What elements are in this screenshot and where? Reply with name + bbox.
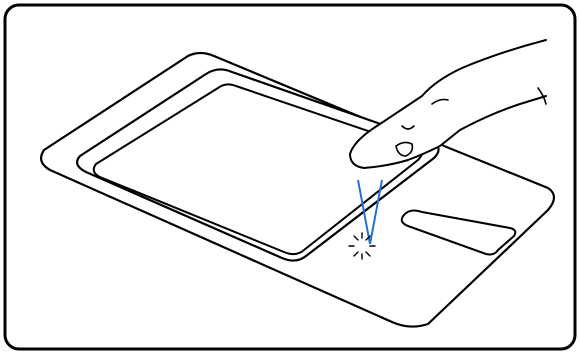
illustration-canvas xyxy=(0,0,580,354)
touchpad-illustration xyxy=(0,0,580,354)
